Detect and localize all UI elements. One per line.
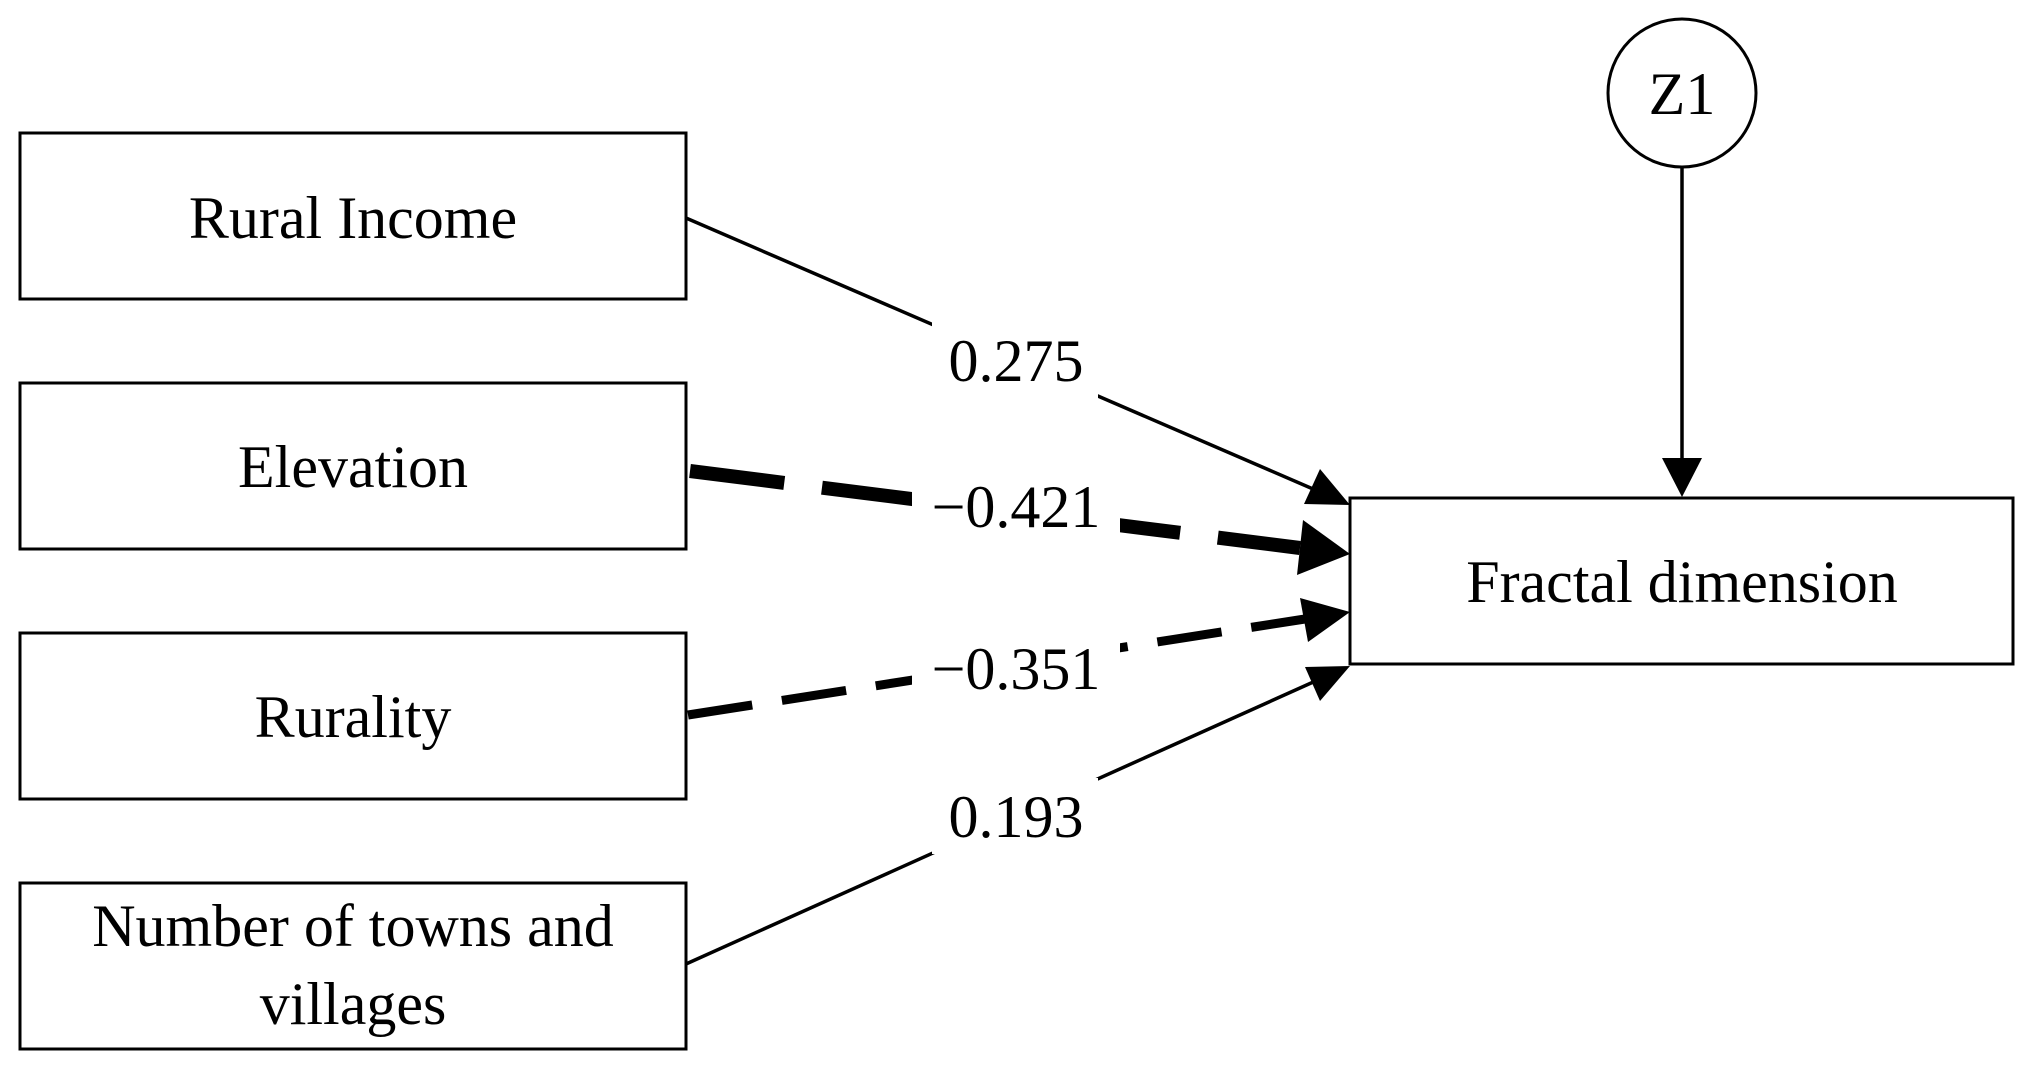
node-towns-villages: Number of towns and villages [18,881,688,1051]
node-z1: Z1 [1606,17,1758,169]
node-rurality-label: Rurality [255,684,452,750]
coef-gap-elevation [912,470,1120,538]
coef-gap-towns-villages [932,778,1098,854]
arrowhead-towns-villages [1305,666,1350,701]
node-fractal-dimension-label: Fractal dimension [1466,549,1898,615]
coef-elevation: −0.421 [932,474,1101,540]
node-z1-label: Z1 [1649,61,1716,127]
coef-gap-rurality [912,632,1120,702]
coef-towns-villages: 0.193 [949,784,1084,850]
coef-rural-income: 0.275 [949,328,1084,394]
coef-rurality: −0.351 [932,636,1101,702]
arrowhead-z1 [1662,458,1702,497]
arrowhead-rural-income [1304,469,1350,505]
node-fractal-dimension: Fractal dimension [1348,496,2015,666]
node-rural-income-label: Rural Income [189,185,517,251]
node-rural-income: Rural Income [18,131,688,301]
node-elevation: Elevation [18,381,688,551]
coef-gap-rural-income [932,320,1098,398]
node-towns-villages-label-line1: Number of towns and [92,893,614,959]
arrowhead-elevation [1297,520,1350,575]
node-elevation-label: Elevation [238,434,468,500]
arrowhead-rurality [1300,598,1350,642]
node-rurality: Rurality [18,631,688,801]
node-towns-villages-label-line2: villages [260,971,447,1037]
